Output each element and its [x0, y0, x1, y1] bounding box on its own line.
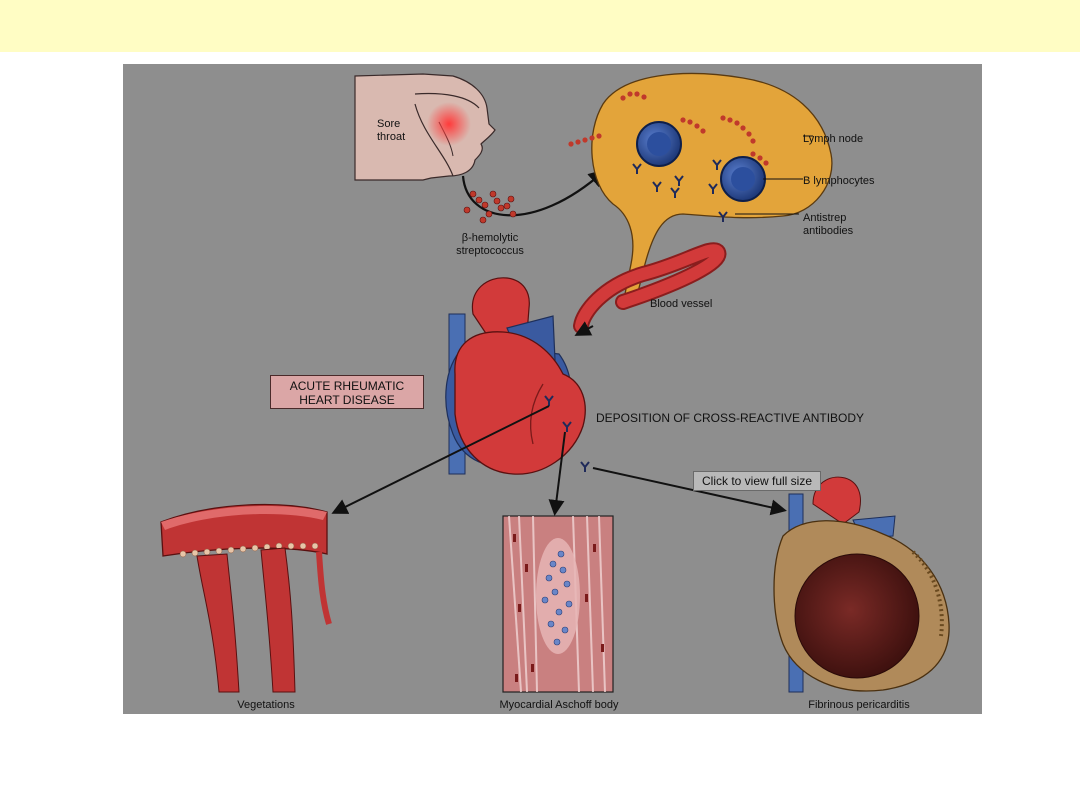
streptococcus-cluster	[463, 190, 517, 224]
label-blood-vessel: Blood vessel	[650, 298, 713, 310]
label-sore-throat: Sore throat	[377, 118, 406, 143]
label-vegetations: Vegetations	[237, 699, 295, 711]
aschoff-body-illustration	[502, 515, 614, 693]
label-lymph-node: Lymph node	[803, 133, 864, 145]
header-band	[0, 0, 1080, 52]
rheumatic-heart-disease-diagram[interactable]: Sore throat Lymph node B lymphocytes Ant…	[123, 64, 982, 714]
label-aschoff-body: Myocardial Aschoff body	[499, 699, 619, 711]
heart-illustration	[445, 277, 590, 475]
lymph-node-illustration	[568, 72, 833, 305]
acute-rheumatic-heart-disease-box: ACUTE RHEUMATIC HEART DISEASE	[270, 375, 424, 409]
label-deposition: DEPOSITION OF CROSS-REACTIVE ANTIBODY	[596, 411, 865, 425]
pericarditis-illustration	[773, 476, 950, 693]
vegetations-illustration	[160, 503, 332, 693]
label-b-lymphocytes: B lymphocytes	[803, 175, 875, 187]
label-fibrinous-pericarditis: Fibrinous pericarditis	[808, 699, 910, 711]
label-streptococcus: β-hemolytic streptococcus	[456, 232, 524, 257]
label-antistrep-antibodies: Antistrep antibodies	[803, 212, 854, 237]
view-full-size-tooltip[interactable]: Click to view full size	[693, 471, 821, 491]
head-profile-illustration	[354, 73, 496, 181]
diagram-illustration	[160, 72, 950, 693]
